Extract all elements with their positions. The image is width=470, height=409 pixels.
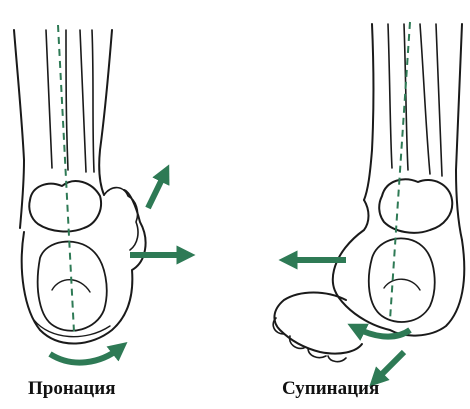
fibula-r [420,24,430,174]
right-leg-outline-right [456,24,462,240]
fibula-r-inner [436,24,442,176]
left-leg-outline-left [14,30,24,228]
talus [29,181,101,231]
arrow-curved-bottom-r [356,328,410,337]
right-leg-outline-left [364,24,374,200]
pronation-caption: Пронация [28,378,115,400]
toes [104,188,138,250]
calcaneus-r [369,238,435,322]
calcaneus-r-inner [384,279,420,290]
forefoot-r [274,293,362,354]
supination-caption: Супинация [282,378,379,400]
heel-outline [22,190,146,344]
fibula-inner [92,30,94,172]
pronation-foot [14,30,146,344]
toes-r [273,318,346,362]
left-leg-outline-right [99,30,112,195]
tibia-inner [66,30,68,170]
fibula [80,30,86,172]
right-axis-line [390,22,410,320]
arrow-curved-bottom [50,348,120,363]
supination-foot [273,24,464,362]
talus-r [379,179,452,232]
tibia [46,30,52,168]
arrow-down-left [376,352,404,380]
calcaneus [38,242,107,331]
tibia-r [388,24,392,168]
arrow-up-right [148,173,165,208]
